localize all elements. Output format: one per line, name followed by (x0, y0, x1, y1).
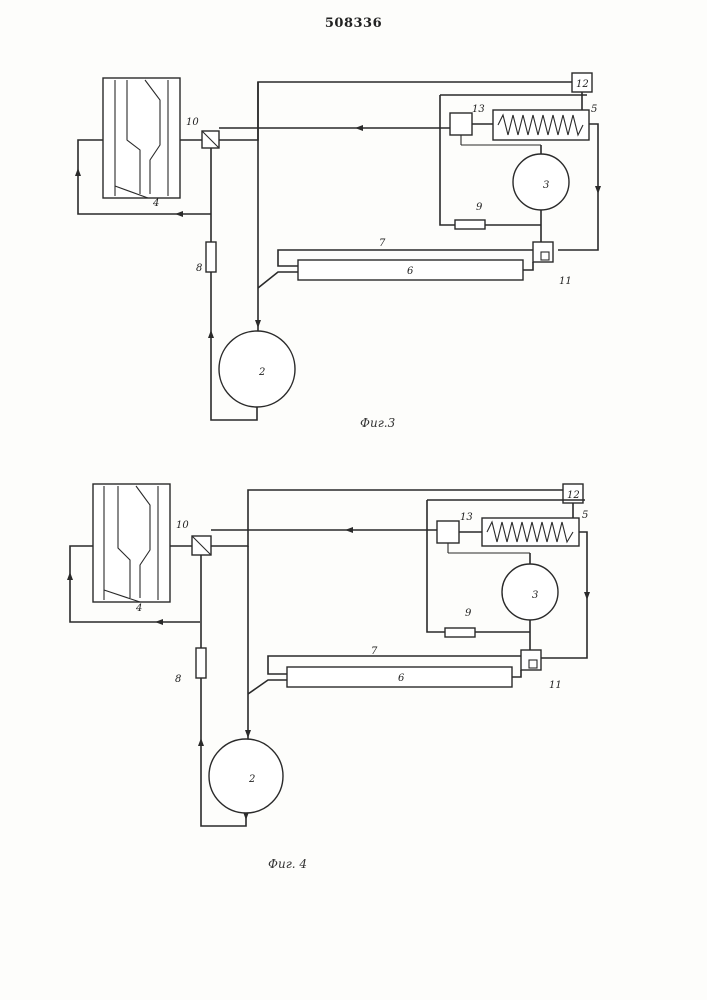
fig4-flow-arrow (584, 592, 590, 600)
fig4-heater-bypass (427, 500, 445, 632)
figure-3: 2 3 4 5 6 7 8 9 10 11 12 13 Фиг.3 (75, 73, 601, 430)
fig3-node-13 (450, 113, 472, 135)
fig3-flow-arrow (355, 125, 363, 131)
fig3-flow-arrow (75, 168, 81, 176)
fig4-mold-4 (93, 484, 170, 602)
fig4-label-11: 11 (549, 680, 562, 691)
fig3-label-11: 11 (559, 276, 572, 287)
fig4-label-10: 10 (176, 520, 189, 531)
fig3-label-9: 9 (476, 202, 483, 213)
fig3-label-8: 8 (196, 263, 202, 274)
fig3-label-4: 4 (152, 198, 159, 209)
fig4-label-12: 12 (567, 490, 580, 501)
fig3-valve-8 (206, 242, 216, 272)
fig4-label-6: 6 (398, 673, 405, 684)
fig4-tube-outlet (512, 670, 521, 677)
fig3-flow-arrow (255, 320, 261, 328)
fig4-flow-arrow (345, 527, 353, 533)
fig3-caption: Фиг.3 (360, 416, 396, 430)
fig3-label-5: 5 (591, 104, 597, 115)
fig3-label-7: 7 (379, 238, 386, 249)
fig3-label-10: 10 (186, 117, 199, 128)
fig3-tube-outlet (523, 262, 533, 270)
fig4-flow-arrow (155, 619, 163, 625)
fig3-label-13: 13 (472, 104, 485, 115)
fig3-mold-4 (103, 78, 180, 198)
fig4-tube-return (248, 680, 287, 694)
fig4-pump-2 (209, 739, 283, 813)
fig4-label-7: 7 (371, 646, 378, 657)
fig4-caption: Фиг. 4 (268, 857, 307, 871)
fig3-label-12: 12 (576, 79, 589, 90)
fig3-tube-return (258, 272, 298, 288)
fig4-label-4: 4 (135, 603, 142, 614)
fig4-label-13: 13 (460, 512, 473, 523)
fig4-label-5: 5 (582, 510, 588, 521)
fig4-pump-3 (502, 564, 558, 620)
fig3-label-3: 3 (543, 180, 549, 191)
figure-4: 2 3 4 5 6 7 8 9 10 11 12 13 Фиг. 4 (67, 484, 590, 871)
fig3-label-6: 6 (407, 266, 414, 277)
fig3-label-2: 2 (258, 367, 265, 378)
fig4-valve-8 (196, 648, 206, 678)
fig4-label-2: 2 (248, 774, 255, 785)
fig3-valve-9 (455, 220, 485, 229)
fig3-flow-arrow (208, 330, 214, 338)
fig4-flow-arrow (67, 572, 73, 580)
fig4-label-3: 3 (532, 590, 538, 601)
fig3-flow-arrow (175, 211, 183, 217)
fig3-flow-arrow (595, 186, 601, 194)
fig4-label-9: 9 (465, 608, 472, 619)
fig4-node-13 (437, 521, 459, 543)
fig4-flow-arrow (198, 738, 204, 746)
fig4-valve-9 (445, 628, 475, 637)
fig3-pump-2 (219, 331, 295, 407)
fig4-label-8: 8 (175, 674, 181, 685)
fig3-pump-3 (513, 154, 569, 210)
fig4-flow-arrow (245, 730, 251, 738)
